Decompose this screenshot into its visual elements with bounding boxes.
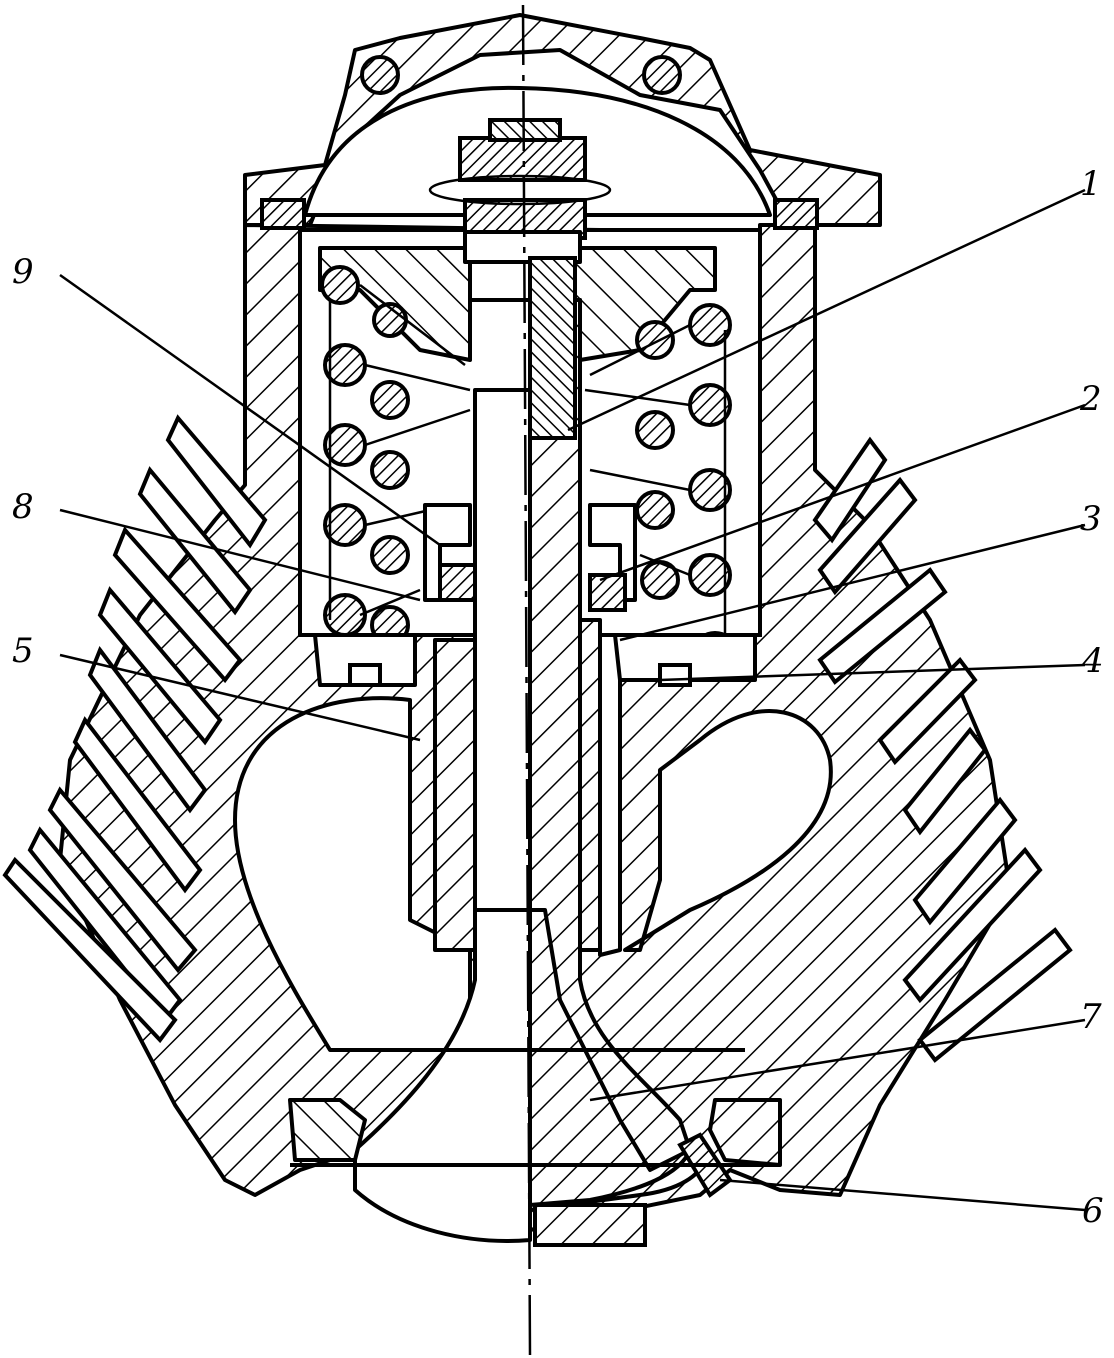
valve-head-base <box>533 1203 647 1247</box>
retainer-cap <box>463 230 582 264</box>
callout-2: 2 <box>1079 379 1102 419</box>
cover-oring-right <box>642 55 682 95</box>
valve-stem <box>473 388 532 912</box>
callout-7: 7 <box>1080 997 1102 1037</box>
cover-oring-left <box>360 55 400 95</box>
leader-lines <box>59 188 1086 1212</box>
valve-guide <box>433 638 477 952</box>
adjusting-screw-head <box>488 118 562 142</box>
port-cavity-right <box>623 709 833 952</box>
valve-head <box>353 908 532 1243</box>
rocker-cover <box>243 13 882 227</box>
valve-seat-left <box>288 1098 367 1162</box>
cover-gasket-right <box>773 198 819 230</box>
pin-ellipse <box>428 174 612 206</box>
cooling-fins-left <box>2 414 268 1044</box>
callout-1: 1 <box>1080 164 1102 204</box>
callout-4: 4 <box>1081 641 1104 681</box>
callout-8: 8 <box>12 487 34 527</box>
valve-rotator <box>313 503 757 687</box>
valve-guide-right <box>578 618 602 952</box>
center-axis <box>521 4 532 1356</box>
callout-9: 9 <box>12 252 34 292</box>
callout-3: 3 <box>1080 499 1102 539</box>
callout-5: 5 <box>12 631 34 671</box>
port-cavity-left <box>233 696 472 1052</box>
stem-insert <box>528 256 577 440</box>
valve-stem-section <box>528 298 692 1172</box>
cover-gasket-left <box>260 198 306 230</box>
cooling-fins-right <box>812 436 1073 1063</box>
valve-seat-right <box>708 1098 782 1167</box>
callout-6: 6 <box>1082 1191 1104 1231</box>
